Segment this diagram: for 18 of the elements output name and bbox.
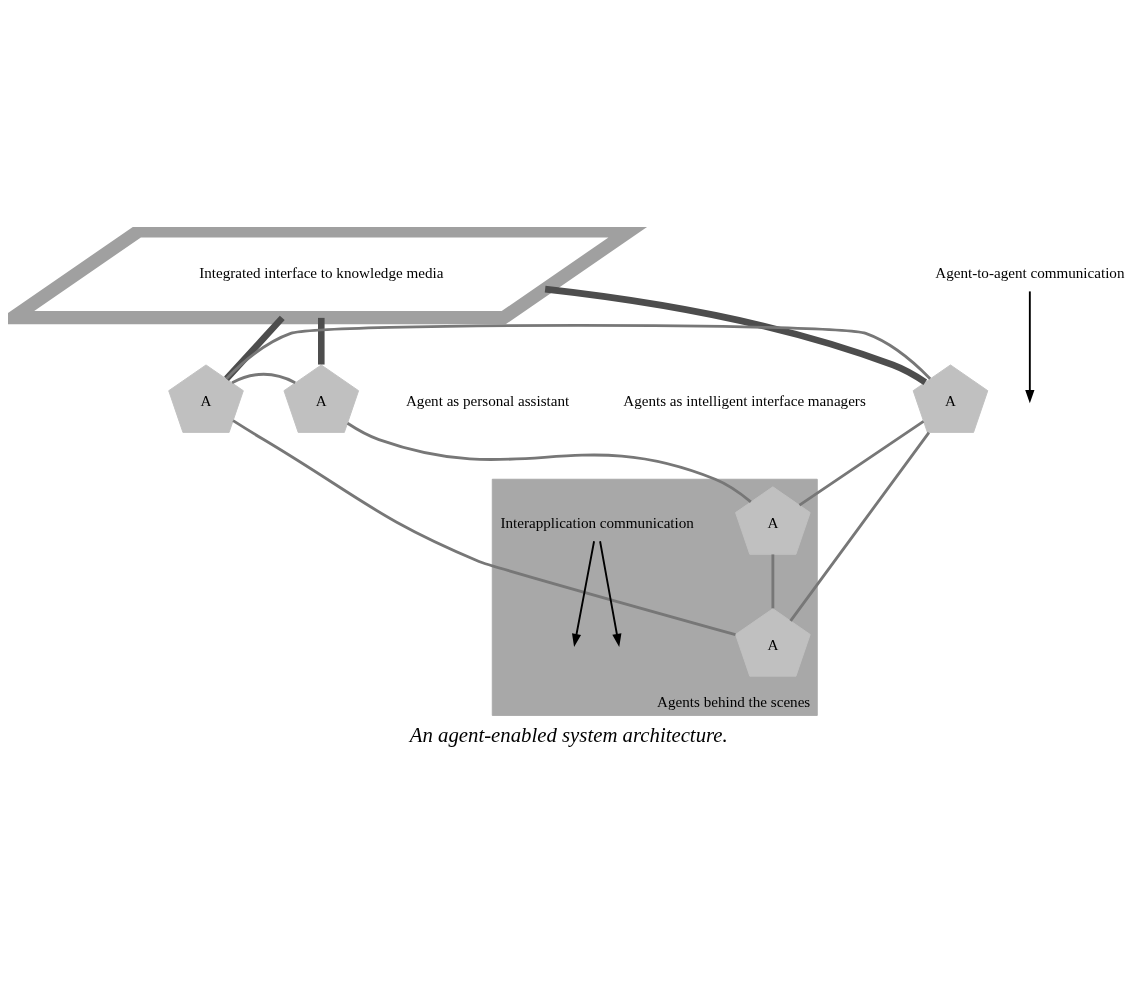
arrow	[1025, 289, 1035, 403]
connector	[771, 553, 775, 608]
node-label: Agent as personal assistant	[405, 392, 570, 409]
connector	[346, 421, 752, 503]
connector	[317, 317, 325, 365]
connector	[225, 323, 932, 380]
connector	[224, 315, 285, 381]
node-text: Interapplication communication	[500, 514, 694, 531]
caption: An agent-enabled system architecture.	[409, 722, 728, 746]
arrow	[572, 539, 596, 647]
node-label: Agents as intelligent interface managers	[623, 392, 866, 409]
arrow	[599, 539, 622, 647]
connector	[544, 285, 928, 385]
connector	[232, 418, 736, 636]
connector	[798, 419, 925, 506]
connector	[789, 431, 930, 622]
node-text: Agent-to-agent communication	[935, 264, 1125, 281]
connector	[231, 372, 296, 384]
